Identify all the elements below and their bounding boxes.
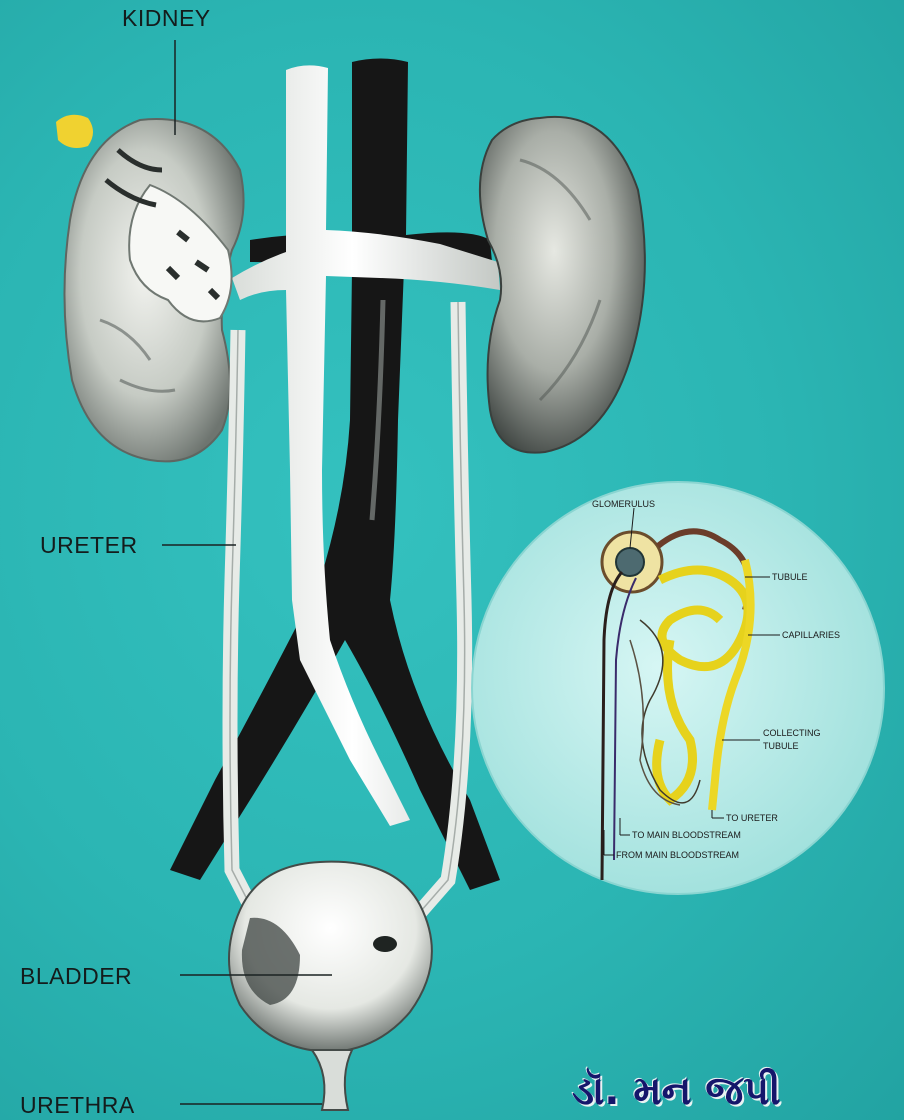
author-name: ડૉ. મન જપી — [572, 1068, 781, 1114]
collecting-tubule-label-line1: COLLECTING — [763, 728, 821, 738]
bladder-label: BLADDER — [20, 963, 132, 990]
from-main-bloodstream-label: FROM MAIN BLOODSTREAM — [616, 850, 739, 860]
capillaries-label: CAPILLARIES — [782, 630, 840, 640]
kidney-label: KIDNEY — [122, 5, 211, 32]
to-main-bloodstream-label: TO MAIN BLOODSTREAM — [632, 830, 741, 840]
right-kidney — [480, 117, 645, 453]
collecting-tubule-label-line2: TUBULE — [763, 741, 799, 751]
bladder — [229, 862, 432, 1110]
urethra-label: URETHRA — [20, 1092, 135, 1119]
urethra — [312, 1050, 352, 1110]
left-kidney — [64, 119, 243, 461]
to-ureter-label: TO URETER — [726, 813, 778, 823]
ureter-label: URETER — [40, 532, 138, 559]
yellow-marker — [56, 115, 93, 148]
tubule-label: TUBULE — [772, 572, 808, 582]
glomerulus-label: GLOMERULUS — [592, 499, 655, 509]
